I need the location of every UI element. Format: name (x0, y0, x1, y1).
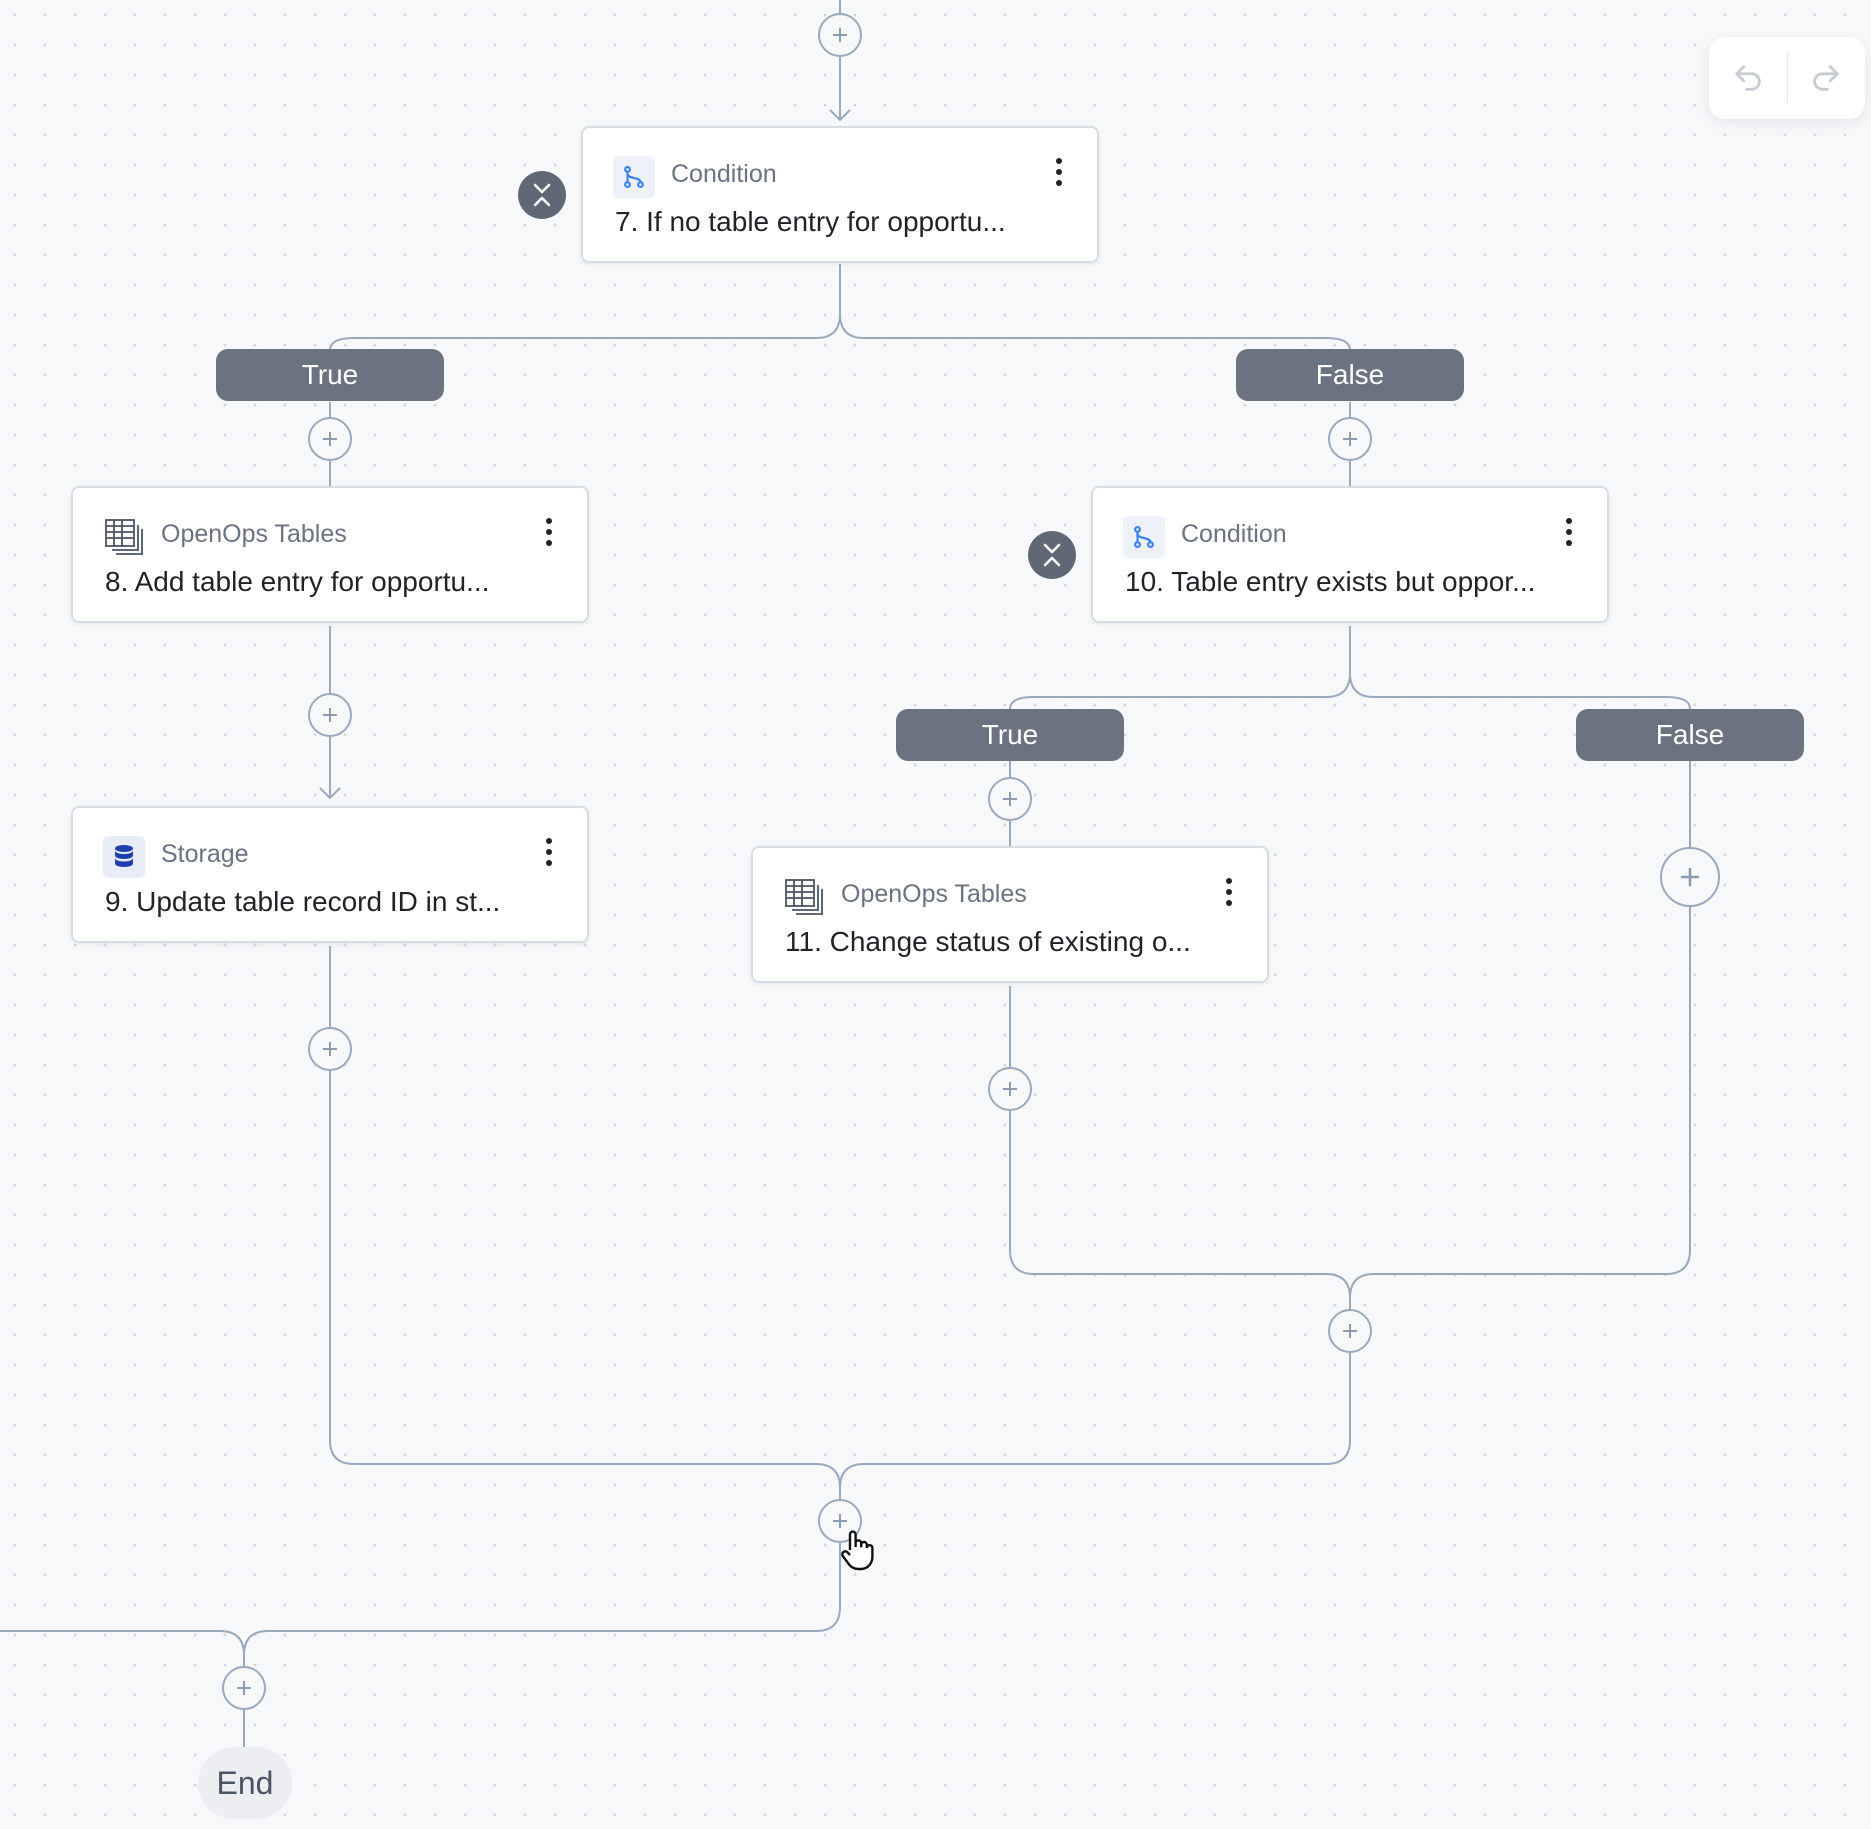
plus-icon (323, 708, 337, 722)
plus-icon (323, 1042, 337, 1056)
plus-icon (833, 28, 847, 42)
step-title: 7. If no table entry for opportu... (615, 206, 1006, 237)
step-node-8[interactable]: OpenOps Tables 8. Add table entry for op… (71, 486, 589, 623)
step-title: 11. Change status of existing o... (785, 926, 1191, 957)
add-step-button[interactable] (308, 693, 352, 737)
step-menu-button[interactable] (1047, 152, 1071, 192)
branch-label-true: True (896, 709, 1124, 761)
step-kind-label: OpenOps Tables (161, 520, 347, 548)
plus-icon (1003, 1082, 1017, 1096)
kebab-menu-icon (546, 838, 552, 866)
plus-icon (833, 1514, 847, 1528)
plus-icon (1343, 1324, 1357, 1338)
step-menu-button[interactable] (1217, 872, 1241, 912)
add-step-button[interactable] (308, 1027, 352, 1071)
plus-icon (1003, 792, 1017, 806)
undo-button[interactable] (1709, 37, 1787, 119)
step-title: 10. Table entry exists but oppor... (1125, 566, 1536, 597)
redo-icon (1813, 65, 1839, 91)
branch-label-false: False (1576, 709, 1804, 761)
redo-button[interactable] (1788, 37, 1866, 119)
plus-icon (323, 432, 337, 446)
step-title: 8. Add table entry for opportu... (105, 566, 490, 597)
step-kind-label: Storage (161, 840, 249, 868)
condition-branch-icon (1123, 516, 1165, 558)
condition-branch-icon (613, 156, 655, 198)
add-step-button[interactable] (1660, 847, 1720, 907)
step-menu-button[interactable] (1557, 512, 1581, 552)
step-kind-label: OpenOps Tables (841, 880, 1027, 908)
collapse-branches-button[interactable] (518, 171, 566, 219)
table-icon (103, 516, 145, 558)
database-icon (103, 836, 145, 878)
step-menu-button[interactable] (537, 512, 561, 552)
step-menu-button[interactable] (537, 832, 561, 872)
plus-icon (237, 1681, 251, 1695)
undo-icon (1735, 65, 1761, 91)
table-icon (783, 876, 825, 918)
add-step-button[interactable] (308, 417, 352, 461)
add-step-button[interactable] (1328, 417, 1372, 461)
plus-icon (1680, 867, 1700, 887)
step-title: 9. Update table record ID in st... (105, 886, 501, 917)
collapse-chevrons-icon (533, 183, 551, 207)
branch-label-false: False (1236, 349, 1464, 401)
hand-cursor-icon (841, 1530, 874, 1571)
step-node-11[interactable]: OpenOps Tables 11. Change status of exis… (751, 846, 1269, 983)
branch-label-true: True (216, 349, 444, 401)
add-step-button[interactable] (988, 1067, 1032, 1111)
add-step-button[interactable] (222, 1666, 266, 1710)
step-kind-label: Condition (1181, 520, 1287, 548)
collapse-branches-button[interactable] (1028, 531, 1076, 579)
add-step-button[interactable] (988, 777, 1032, 821)
kebab-menu-icon (546, 518, 552, 546)
kebab-menu-icon (1566, 518, 1572, 546)
collapse-chevrons-icon (1043, 543, 1061, 567)
step-node-9[interactable]: Storage 9. Update table record ID in st.… (71, 806, 589, 943)
kebab-menu-icon (1056, 158, 1062, 186)
end-node: End (198, 1747, 292, 1819)
plus-icon (1343, 432, 1357, 446)
step-kind-label: Condition (671, 160, 777, 188)
add-step-button[interactable] (818, 13, 862, 57)
add-step-button[interactable] (1328, 1309, 1372, 1353)
step-node-7[interactable]: Condition 7. If no table entry for oppor… (581, 126, 1099, 263)
undo-redo-toolbar (1709, 37, 1865, 119)
step-node-10[interactable]: Condition 10. Table entry exists but opp… (1091, 486, 1609, 623)
toolbar-divider (1786, 53, 1788, 103)
kebab-menu-icon (1226, 878, 1232, 906)
